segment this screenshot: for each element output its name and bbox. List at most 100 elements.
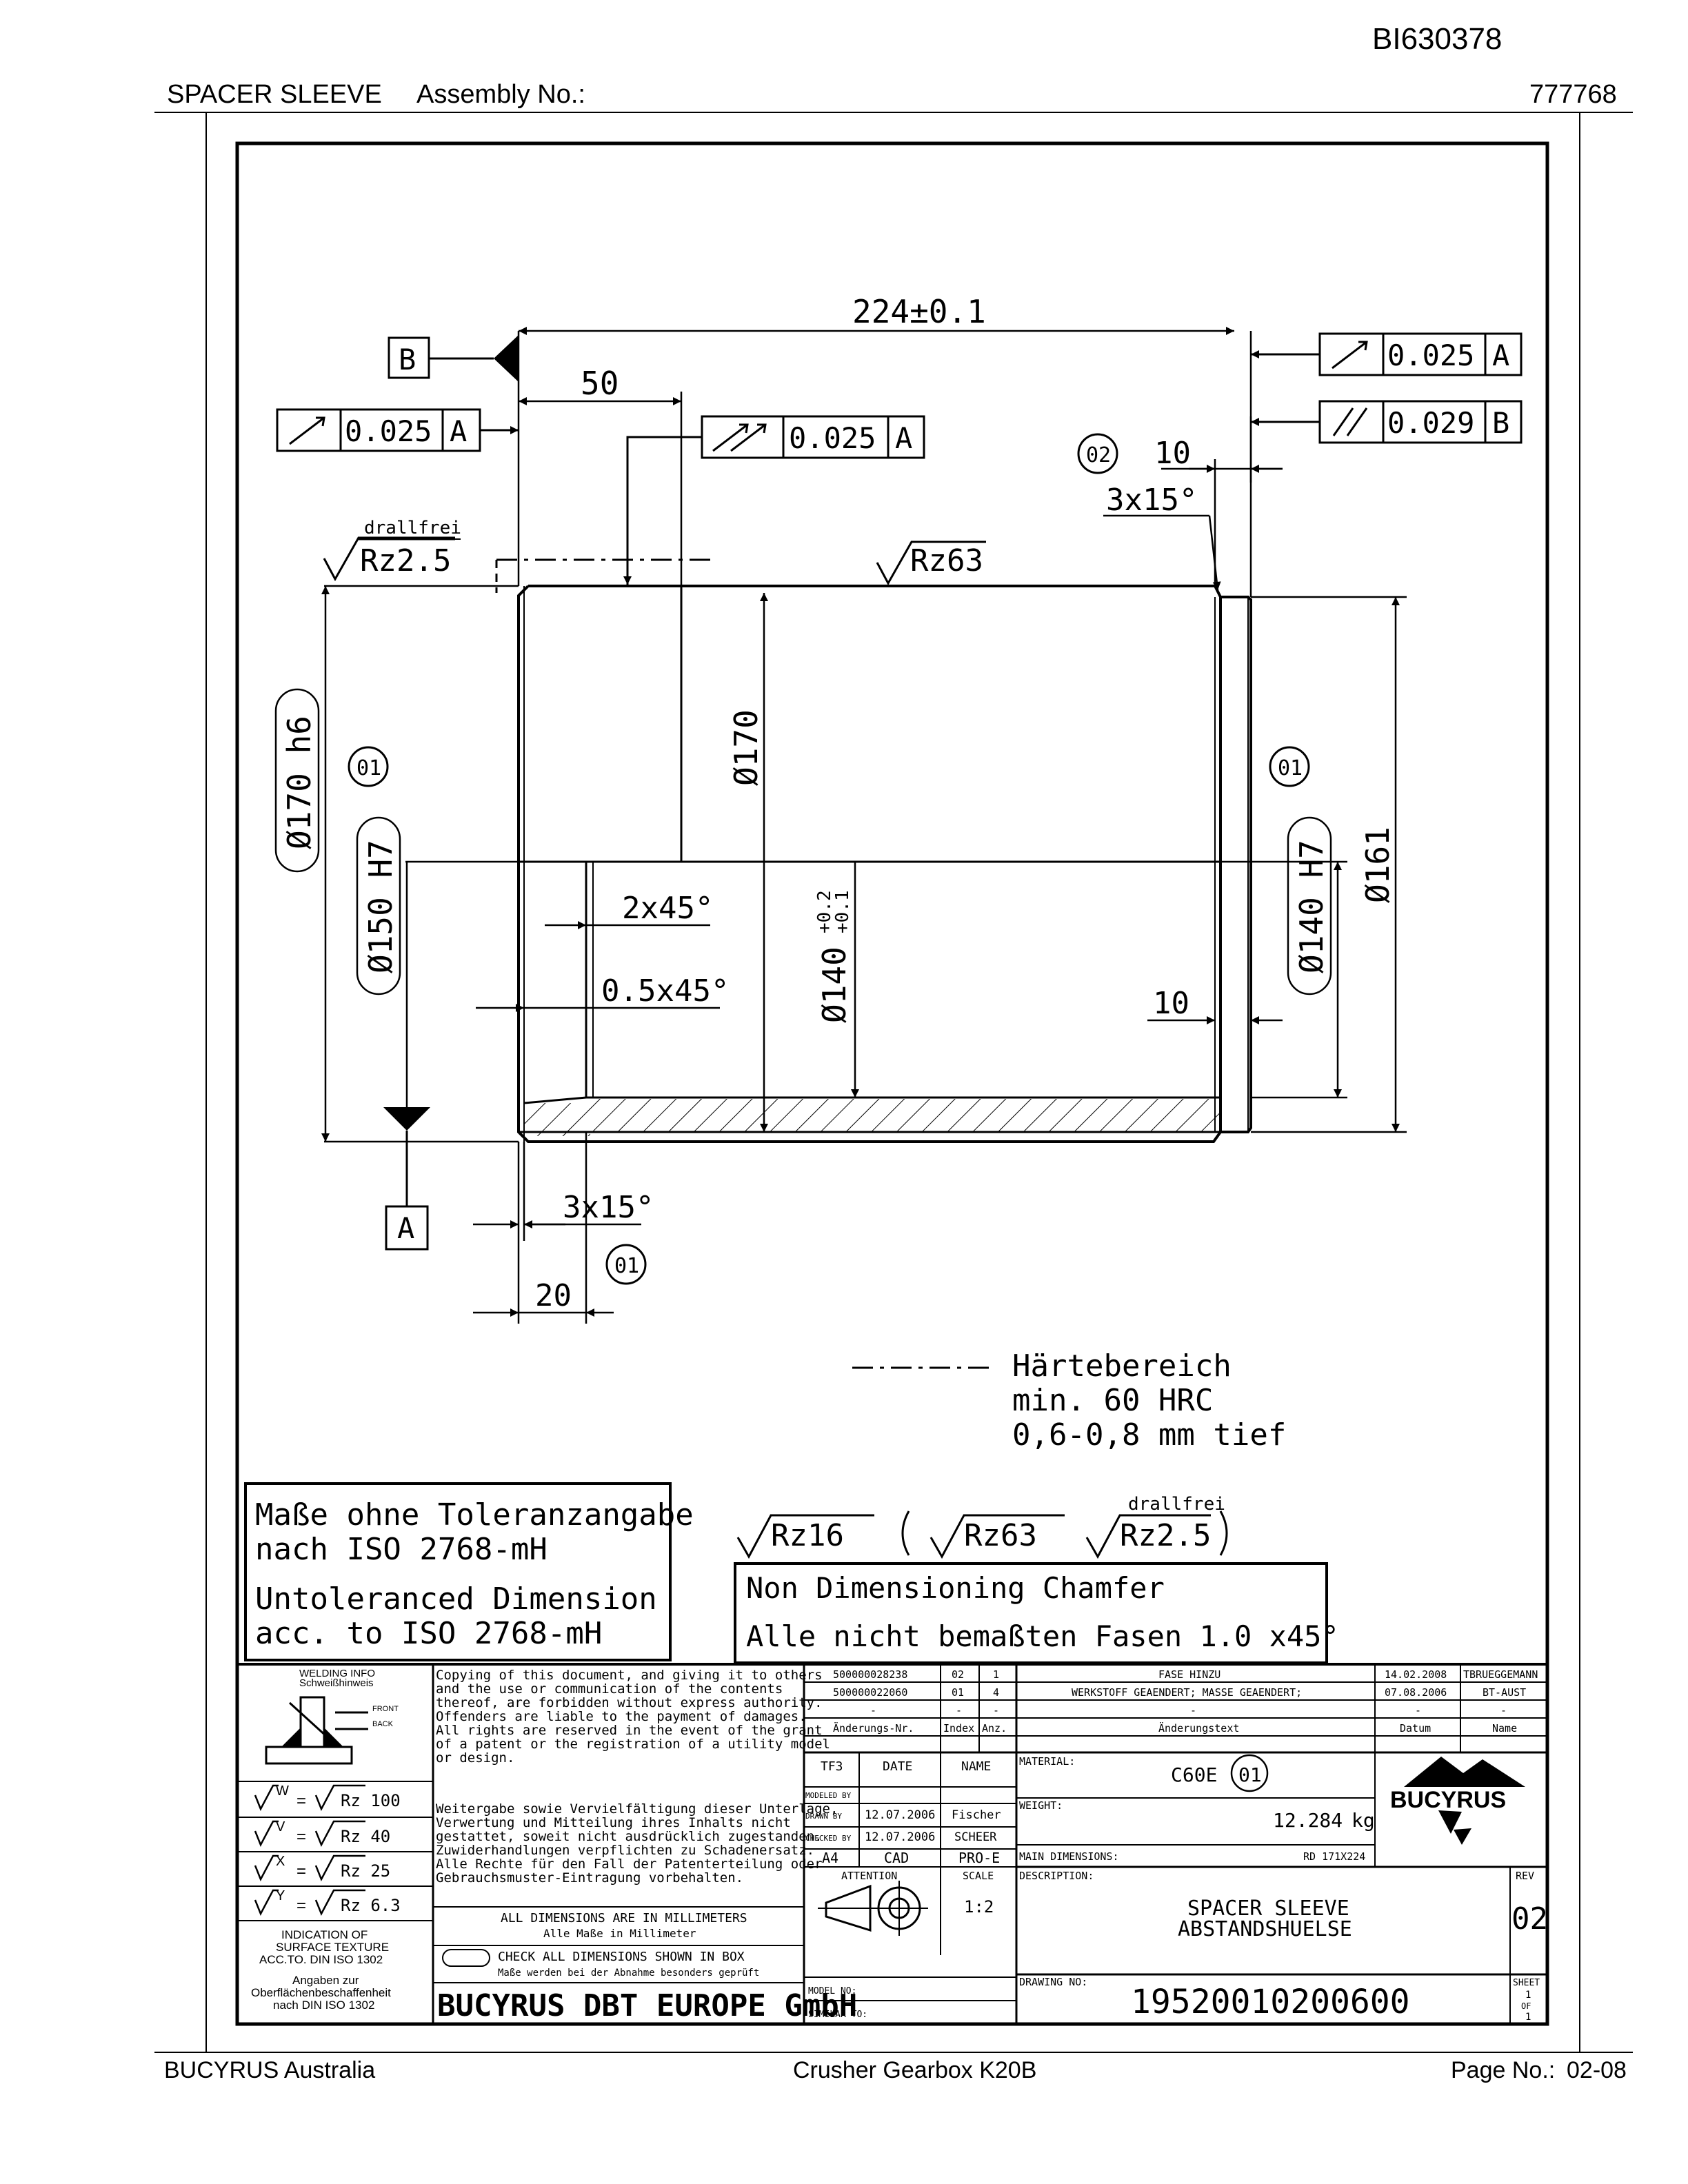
footer-page-number: 02-08	[1567, 2057, 1627, 2083]
company-name: BUCYRUS DBT EUROPE GmbH	[437, 1988, 857, 2023]
tolerance-total-runout-datum: A	[895, 421, 912, 455]
drawing-frame	[235, 141, 1549, 2026]
material-value: C60E	[1171, 1763, 1217, 1786]
svg-text:All rights are reserved in the: All rights are reserved in the event of …	[436, 1723, 823, 1738]
surface-equals: =	[297, 1792, 306, 1810]
dimension-diameter-170: Ø170	[727, 709, 765, 786]
drawing-no-label: DRAWING NO:	[1019, 1976, 1087, 1988]
drawn-name: Fischer	[952, 1808, 1001, 1822]
attention-label: ATTENTION	[841, 1870, 897, 1882]
units-note-en: ALL DIMENSIONS ARE IN MILLIMETERS	[501, 1911, 747, 1925]
tolerance-runout-right-value: 0.025	[1387, 338, 1474, 372]
dimension-10-top: 10	[1154, 436, 1191, 471]
general-surface-rz16: Rz16	[771, 1518, 844, 1553]
signature-block: TF3 DATE NAME MODELED BY DRAWN BY 12.07.…	[805, 1759, 1001, 2020]
right-margin-rule	[1579, 113, 1580, 2052]
dimension-box-170h6	[274, 688, 320, 873]
dimension-20: 20	[535, 1278, 572, 1313]
datum-a-label: A	[397, 1211, 414, 1245]
surface-x-value: Rz 25	[341, 1861, 390, 1881]
weight-value: 12.284	[1273, 1809, 1343, 1832]
surface-w-value: Rz 100	[341, 1791, 401, 1810]
sheet-of-label: OF	[1521, 2001, 1531, 2011]
revision-row-name: TBRUEGGEMANN	[1463, 1668, 1538, 1681]
description-line-2: ABSTANDSHUELSE	[1178, 1917, 1352, 1941]
dimension-3x15-bottom: 3x15°	[563, 1190, 654, 1225]
footer-company: BUCYRUS Australia	[164, 2057, 376, 2083]
surface-note-1: INDICATION OF	[281, 1928, 368, 1941]
material-revision: 01	[1238, 1763, 1262, 1786]
projection-symbol-icon	[818, 1881, 928, 1936]
welding-front-label: FRONT	[372, 1705, 399, 1713]
cad-label: CAD	[884, 1850, 909, 1866]
date-label: DATE	[883, 1759, 912, 1774]
tolerance-parallelism-value: 0.029	[1387, 406, 1474, 440]
datum-b	[388, 335, 519, 382]
tolerance-total-runout-value: 0.025	[789, 421, 876, 455]
surface-rz2.5: Rz2.5	[360, 543, 451, 578]
dimension-overall-length: 224±0.1	[852, 293, 986, 330]
surface-equals: =	[297, 1897, 306, 1915]
dimension-2x45: 2x45°	[622, 891, 713, 926]
tolerance-frame-runout-right	[1251, 332, 1523, 376]
dimension-50: 50	[581, 365, 619, 402]
scale-label: SCALE	[963, 1870, 994, 1882]
drawing-number: 19520010200600	[1131, 1983, 1410, 2021]
callout-02: 02	[1086, 443, 1111, 467]
datum-b-label: B	[399, 343, 416, 376]
hardening-note-3: 0,6-0,8 mm tief	[1012, 1417, 1286, 1453]
surface-note-4: Angaben zur	[292, 1974, 359, 1987]
svg-text:Alle Rechte für den Fall der P: Alle Rechte für den Fall der Patentertei…	[436, 1857, 823, 1872]
tolerance-frame-parallelism	[1251, 400, 1523, 444]
welding-info-label-de: Schweißhinweis	[299, 1677, 374, 1689]
weight-unit: kg	[1352, 1809, 1375, 1832]
surface-texture-symbols	[254, 1784, 365, 1916]
surface-note-6: nach DIN ISO 1302	[273, 1999, 374, 2012]
revision-header-text: Änderungstext	[1158, 1721, 1239, 1735]
datum-a	[383, 1107, 430, 1251]
svg-text:of a patent or the registratio: of a patent or the registration of a uti…	[436, 1737, 830, 1752]
surface-x-label: X	[276, 1854, 285, 1869]
dimension-box-140h7	[1287, 816, 1332, 995]
svg-text:Copying of this document, and: Copying of this document, and giving it …	[436, 1668, 823, 1683]
cad-system: PRO-E	[958, 1850, 1000, 1866]
check-note-en: CHECK ALL DIMENSIONS SHOWN IN BOX	[498, 1950, 745, 1964]
svg-text:Weitergabe sowie Vervielfältig: Weitergabe sowie Vervielfältigung dieser…	[436, 1801, 838, 1817]
revision-row-no: 500000022060	[833, 1686, 907, 1699]
tolerance-note-en-2: acc. to ISO 2768-mH	[255, 1616, 602, 1651]
revision-label: REV	[1516, 1870, 1534, 1882]
surface-y-value: Rz 6.3	[341, 1896, 401, 1915]
svg-text:and the use or communication o: and the use or communication of the cont…	[436, 1681, 783, 1697]
surface-equals: =	[297, 1862, 306, 1881]
bucyrus-logo-text: BUCYRUS	[1390, 1787, 1506, 1813]
chamfer-note-en: Non Dimensioning Chamfer	[746, 1571, 1165, 1605]
surface-note-3: ACC.TO. DIN ISO 1302	[259, 1953, 383, 1966]
revision-row-count: -	[993, 1704, 999, 1717]
part-section	[517, 585, 1252, 1143]
revision-row-index: -	[956, 1704, 962, 1717]
surface-rz63: Rz63	[910, 543, 983, 578]
similar-to-label: SIMILAR TO:	[808, 2010, 867, 2020]
tolerance-note-en-1: Untoleranced Dimension	[255, 1581, 657, 1617]
hardening-note-1: Härtebereich	[1012, 1348, 1232, 1384]
surface-note-5: Oberflächenbeschaffenheit	[251, 1986, 391, 1999]
footer-page-label: Page No.:	[1451, 2057, 1556, 2083]
drawn-date: 12.07.2006	[865, 1808, 935, 1822]
surface-y-label: Y	[276, 1888, 285, 1903]
revision-header-index: Index	[943, 1722, 974, 1735]
tf3-label: TF3	[821, 1759, 843, 1774]
dimension-10-bottom: 10	[1153, 986, 1189, 1021]
description-label: DESCRIPTION:	[1019, 1870, 1094, 1882]
assembly-number: 777768	[1529, 80, 1617, 109]
checked-date: 12.07.2006	[865, 1830, 935, 1844]
copyright-notice: Copying of this document, and giving it …	[436, 1668, 838, 1885]
tolerance-note-de-2: nach ISO 2768-mH	[255, 1532, 547, 1567]
svg-text:thereof, are forbidden without: thereof, are forbidden without express a…	[436, 1695, 823, 1710]
checked-by-label: CHECKED BY	[805, 1834, 852, 1843]
svg-text:Gebrauchsmuster-Eintragung vor: Gebrauchsmuster-Eintragung vorbehalten.	[436, 1870, 743, 1885]
dimension-diameter-140-tol-lower: +0.1	[832, 890, 853, 933]
title-block	[237, 1663, 1547, 2024]
revision-header-name: Name	[1492, 1722, 1517, 1735]
bucyrus-logo	[1404, 1757, 1525, 1845]
svg-text:Verwertung und Mitteilung ihre: Verwertung und Mitteilung ihres Inhalts …	[436, 1815, 791, 1830]
